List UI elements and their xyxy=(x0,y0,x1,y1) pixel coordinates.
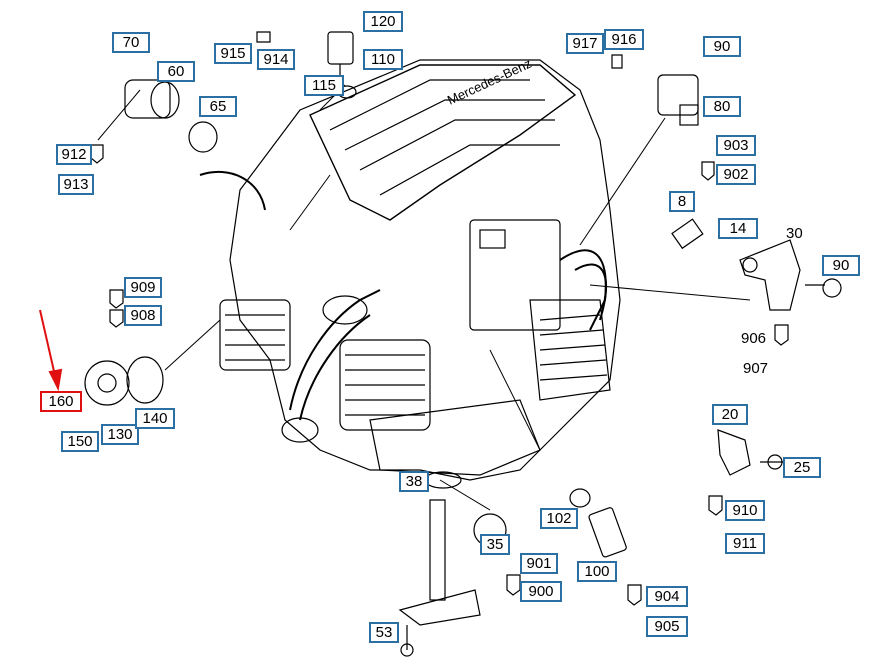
callout-130[interactable]: 130 xyxy=(101,424,139,445)
callout-14[interactable]: 14 xyxy=(718,218,758,239)
callout-53[interactable]: 53 xyxy=(369,622,399,643)
component-parts xyxy=(84,31,842,657)
callout-905[interactable]: 905 xyxy=(646,616,688,637)
callout-25[interactable]: 25 xyxy=(783,457,821,478)
callout-904[interactable]: 904 xyxy=(646,586,688,607)
highlight-arrow xyxy=(39,309,63,392)
callout-910[interactable]: 910 xyxy=(725,500,765,521)
callout-140[interactable]: 140 xyxy=(135,408,175,429)
callout-38[interactable]: 38 xyxy=(399,471,429,492)
callout-120[interactable]: 120 xyxy=(363,11,403,32)
callout-80[interactable]: 80 xyxy=(703,96,741,117)
connector-icons xyxy=(90,31,789,606)
callout-115[interactable]: 115 xyxy=(304,75,344,96)
callout-35[interactable]: 35 xyxy=(480,534,510,555)
callout-907[interactable]: 907 xyxy=(743,360,769,377)
callout-908[interactable]: 908 xyxy=(124,305,162,326)
callout-903[interactable]: 903 xyxy=(716,135,756,156)
callout-20[interactable]: 20 xyxy=(712,404,748,425)
callout-901[interactable]: 901 xyxy=(520,553,558,574)
callout-100[interactable]: 100 xyxy=(577,561,617,582)
callout-902[interactable]: 902 xyxy=(716,164,756,185)
callout-65[interactable]: 65 xyxy=(199,96,237,117)
callout-150[interactable]: 150 xyxy=(61,431,99,452)
callout-916[interactable]: 916 xyxy=(604,29,644,50)
callout-906[interactable]: 906 xyxy=(741,330,767,347)
callout-909[interactable]: 909 xyxy=(124,277,162,298)
callout-102[interactable]: 102 xyxy=(540,508,578,529)
callout-912[interactable]: 912 xyxy=(56,144,92,165)
callout-60[interactable]: 60 xyxy=(157,61,195,82)
callout-915[interactable]: 915 xyxy=(214,43,252,64)
callout-30[interactable]: 30 xyxy=(786,225,803,242)
callout-70[interactable]: 70 xyxy=(112,32,150,53)
callout-917[interactable]: 917 xyxy=(566,33,604,54)
engine-illustration xyxy=(199,59,621,481)
callout-110[interactable]: 110 xyxy=(363,49,403,70)
callout-913[interactable]: 913 xyxy=(58,174,94,195)
callout-90-top[interactable]: 90 xyxy=(703,36,741,57)
callout-914[interactable]: 914 xyxy=(257,49,295,70)
callout-160[interactable]: 160 xyxy=(40,391,82,412)
callout-90-right[interactable]: 90 xyxy=(822,255,860,276)
callout-911[interactable]: 911 xyxy=(725,533,765,554)
leader-lines xyxy=(97,84,751,511)
callout-8[interactable]: 8 xyxy=(669,191,695,212)
callout-900[interactable]: 900 xyxy=(520,581,562,602)
